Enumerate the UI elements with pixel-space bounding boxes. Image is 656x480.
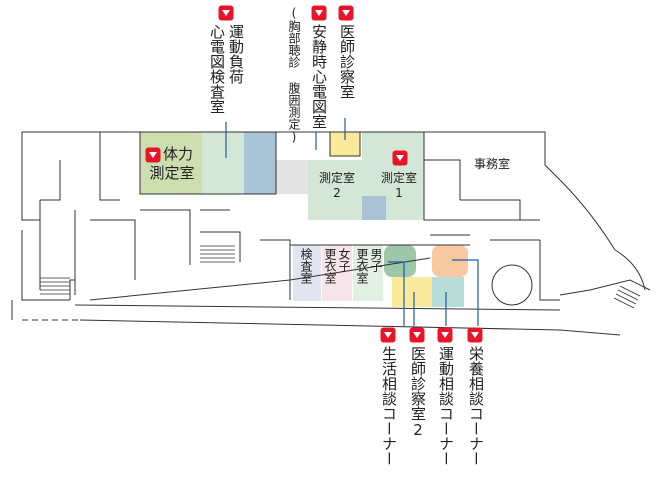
label-tairyoku-2: 測定室 [149,164,195,182]
label-ansei: 安静時心電図室 [310,24,328,129]
leader-eiyou [452,259,479,326]
room-ishi2 [392,277,432,307]
room-kensa [293,245,321,301]
room-seikatsu [384,245,416,277]
stairs-right [613,285,641,309]
label-danshi-a: 男子 [369,248,383,272]
marker-icon [218,5,234,21]
label-sokutei2-b: 2 [333,186,341,200]
marker-icon [311,5,327,21]
room-tairyoku [140,132,202,194]
leader-lines [225,118,479,326]
marker-icon [338,5,354,21]
marker-icon [467,327,483,343]
label-eiyou: 栄養相談コーナー [467,346,485,466]
marker-icon [145,147,161,163]
label-sokutei1-a: 測定室 [380,171,417,185]
label-danshi-b: 更衣室 [355,248,369,284]
label-joshi-a: 女子 [337,248,351,272]
label-ishi1: 医師診察室 [338,24,356,99]
label-joshi-b: 更衣室 [323,248,337,284]
marker-icon [437,327,453,343]
label-tairyoku-1: 体力 [163,145,194,163]
label-sokutei2-a: 測定室 [318,171,355,185]
leader-seikatsu [388,261,405,326]
marker-icon [409,327,425,343]
label-jimu: 事務室 [473,157,510,171]
label-kensa: 検査室 [299,248,313,284]
room-sokutei2 [308,160,362,220]
label-seikatsu: 生活相談コーナー [380,346,398,466]
room-eiyou [432,245,468,277]
room-blue-small [362,196,386,220]
walls [11,131,651,336]
stairs-middle [200,245,235,263]
label-ansei-note: (胸部聴診 腹囲測定) [287,6,301,144]
label-undou-soudan: 運動相談コーナー [437,346,455,466]
room-undou-soudan [432,277,464,307]
marker-icon [392,150,408,166]
rooms [140,132,468,307]
label-undou-fuka-2: 心電図検査室 [208,24,226,114]
stairs-left [40,277,70,295]
marker-icon [380,327,396,343]
room-corridor-gray [276,160,308,194]
room-undou-fuka [202,132,244,194]
room-danshi [353,245,383,301]
label-sokutei1-b: 1 [395,186,403,200]
label-ishi2: 医師診察室2 [409,346,427,439]
label-undou-fuka-1: 運動負荷 [227,24,245,84]
room-undou-fuka-blue [244,132,276,194]
